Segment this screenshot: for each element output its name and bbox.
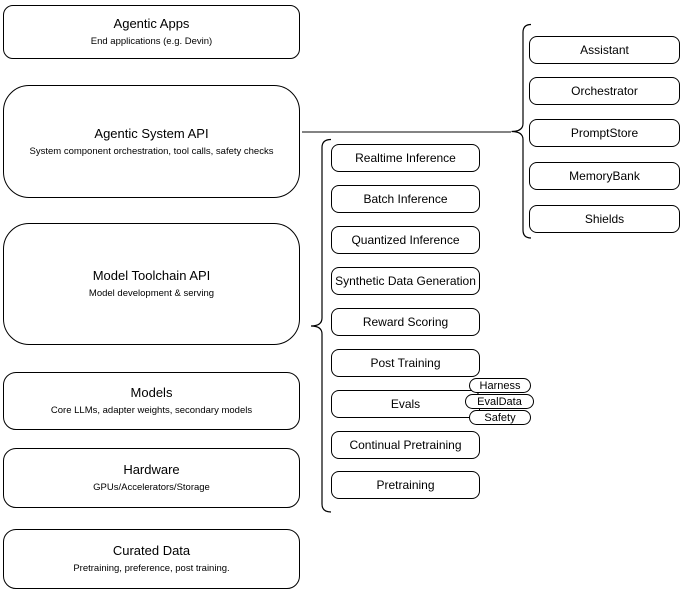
node-title: Model Toolchain API (92, 268, 211, 283)
node-assistant: Assistant (529, 36, 680, 64)
node-hardware: Hardware GPUs/Accelerators/Storage (3, 448, 300, 508)
node-title: Models (130, 385, 173, 400)
node-post-training: Post Training (331, 349, 480, 377)
node-title: Agentic Apps (113, 16, 190, 31)
node-shields: Shields (529, 205, 680, 233)
node-synthetic-data-generation: Synthetic Data Generation (331, 267, 480, 295)
node-subtitle: System component orchestration, tool cal… (29, 145, 274, 157)
pill-evaldata: EvalData (465, 394, 534, 409)
toolchain-services-brace (310, 138, 332, 513)
node-subtitle: Model development & serving (88, 288, 215, 299)
node-subtitle: Pretraining, preference, post training. (73, 563, 230, 574)
node-title: Agentic System API (94, 125, 209, 141)
node-models: Models Core LLMs, adapter weights, secon… (3, 372, 300, 430)
node-agentic-system-api: Agentic System API System component orch… (3, 85, 300, 198)
node-curated-data: Curated Data Pretraining, preference, po… (3, 529, 300, 589)
node-title: Curated Data (112, 543, 191, 558)
node-memorybank: MemoryBank (529, 162, 680, 190)
node-realtime-inference: Realtime Inference (331, 144, 480, 172)
node-evals: Evals (331, 390, 480, 418)
node-subtitle: Core LLMs, adapter weights, secondary mo… (50, 405, 253, 416)
node-title: Hardware (123, 462, 180, 477)
node-pretraining: Pretraining (331, 471, 480, 499)
node-reward-scoring: Reward Scoring (331, 308, 480, 336)
node-batch-inference: Batch Inference (331, 185, 480, 213)
node-quantized-inference: Quantized Inference (331, 226, 480, 254)
pill-safety: Safety (469, 410, 531, 425)
node-continual-pretraining: Continual Pretraining (331, 431, 480, 459)
node-subtitle: End applications (e.g. Devin) (90, 36, 213, 47)
node-promptstore: PromptStore (529, 119, 680, 147)
node-model-toolchain-api: Model Toolchain API Model development & … (3, 223, 300, 345)
node-subtitle: GPUs/Accelerators/Storage (93, 482, 210, 493)
node-agentic-apps: Agentic Apps End applications (e.g. Devi… (3, 5, 300, 59)
system-components-brace (511, 23, 532, 239)
pill-harness: Harness (469, 378, 531, 393)
node-orchestrator: Orchestrator (529, 77, 680, 105)
